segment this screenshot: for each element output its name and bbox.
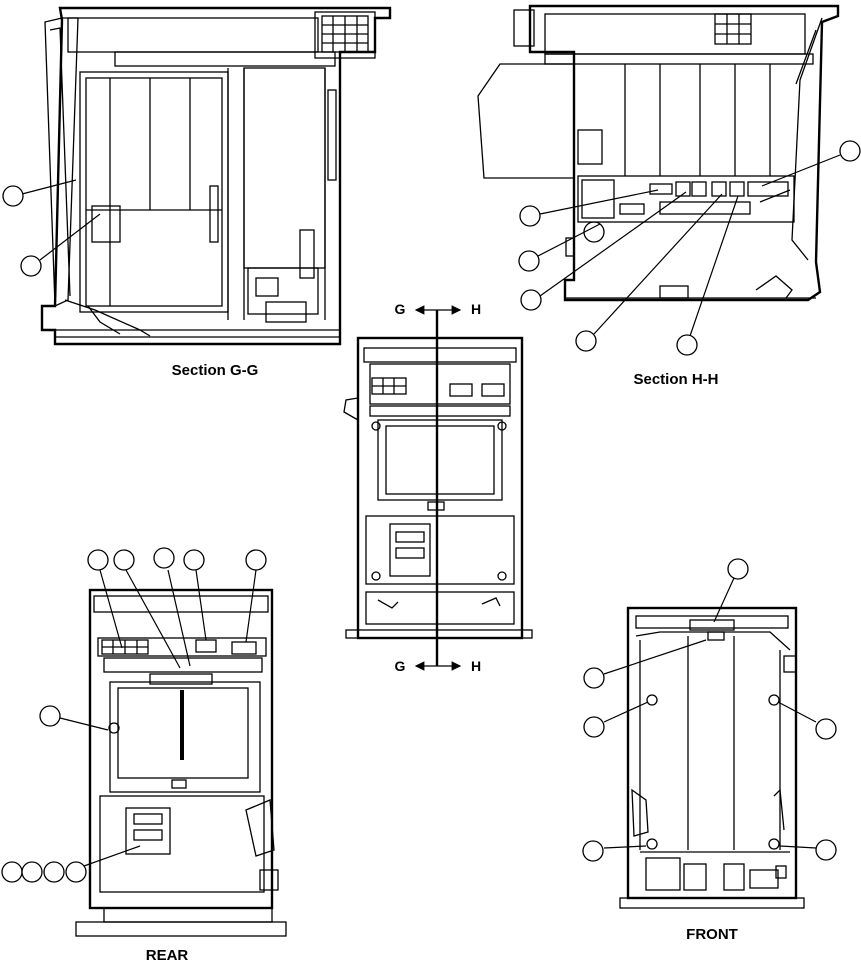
callout-bubble — [245, 549, 267, 571]
callout-bubble — [519, 205, 541, 227]
callout-bubble — [582, 840, 604, 862]
vent-grille — [714, 13, 752, 45]
section-h-view — [477, 4, 840, 302]
cut-mark-g-bottom: G — [395, 658, 406, 674]
section-h-label: Section H-H — [633, 371, 718, 388]
callout-bubble — [520, 289, 542, 311]
callout-bubble — [727, 558, 749, 580]
rear-view — [75, 588, 287, 937]
callout-bubble — [575, 330, 597, 352]
front-view — [619, 606, 805, 909]
callout-bubble — [39, 705, 61, 727]
callout-bubble — [21, 861, 43, 883]
callout-bubble — [43, 861, 65, 883]
section-g-view — [40, 6, 392, 346]
rear-label: REAR — [146, 947, 189, 961]
callout-bubble — [583, 667, 605, 689]
section-h-callouts — [518, 140, 861, 356]
callout-bubble — [2, 185, 24, 207]
callout-bubble — [815, 718, 837, 740]
section-g-callouts — [2, 179, 101, 277]
front-label: FRONT — [686, 926, 738, 943]
vent-grille — [371, 377, 407, 395]
cut-mark-g-top: G — [395, 301, 406, 317]
callout-bubble — [815, 839, 837, 861]
callout-bubble — [676, 334, 698, 356]
cut-mark-h-bottom: H — [471, 658, 481, 674]
callout-bubble — [183, 549, 205, 571]
rear-callouts — [1, 547, 267, 883]
center-view — [343, 336, 533, 640]
section-cut-line: G H G H — [395, 301, 482, 674]
front-callouts — [582, 558, 837, 862]
vent-grille — [321, 15, 369, 53]
callout-bubble — [518, 250, 540, 272]
callout-bubble — [87, 549, 109, 571]
callout-bubble — [583, 716, 605, 738]
vent-grille — [101, 639, 149, 655]
cut-mark-h-top: H — [471, 301, 481, 317]
callout-bubble — [65, 861, 87, 883]
callout-bubble — [113, 549, 135, 571]
callout-bubble — [153, 547, 175, 569]
section-g-label: Section G-G — [172, 362, 259, 379]
callout-bubble — [839, 140, 861, 162]
callout-bubble — [20, 255, 42, 277]
callout-bubble — [1, 861, 23, 883]
